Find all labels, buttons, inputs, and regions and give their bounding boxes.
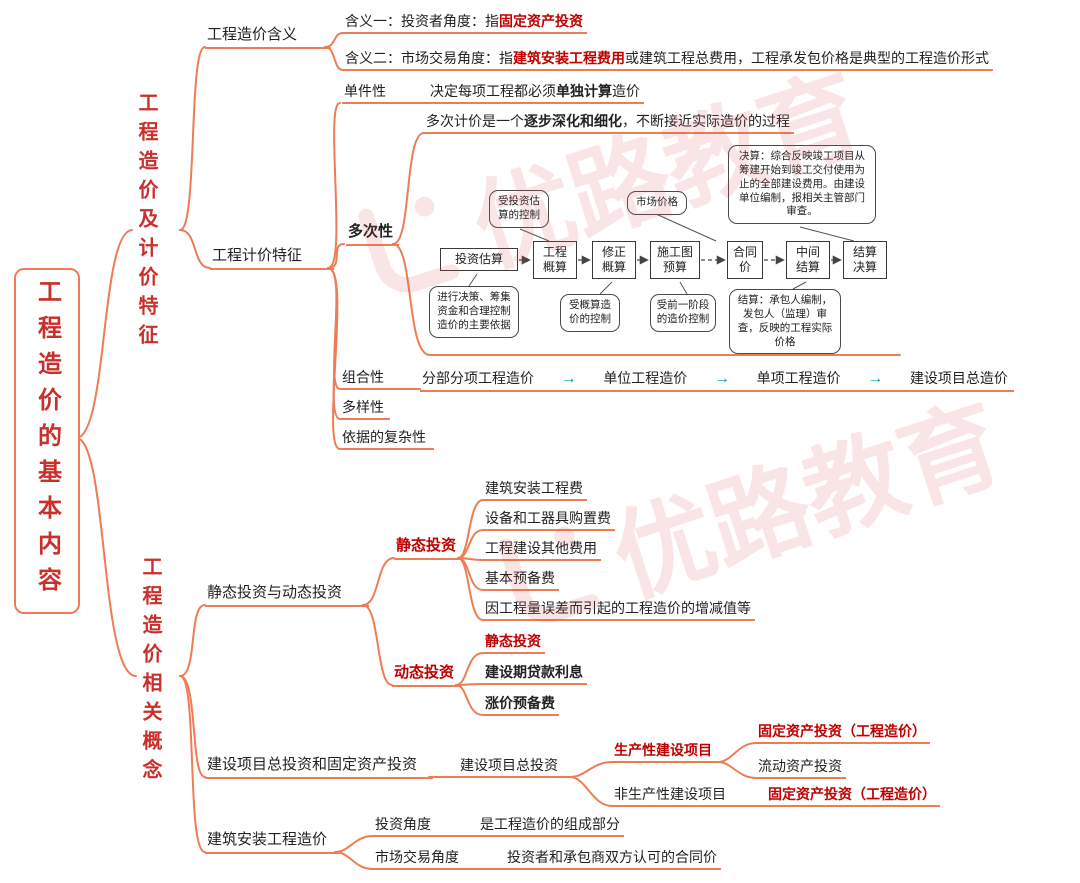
node-productive-current-asset-investment: 流动资产投资 [756, 757, 846, 780]
node-nonproductive-project: 非生产性建设项目 [612, 785, 740, 808]
node-dynamic-investment: 动态投资 [392, 663, 460, 687]
node-market-angle-desc: 投资者和承包商双方认可的合同价 [505, 848, 721, 871]
chain-arrow-icon: → [560, 370, 577, 387]
combination-chain: 分部分项工程造价 → 单位工程造价 → 单项工程造价 → 建设项目总造价 [420, 368, 1014, 392]
flow-box-investment-estimate: 投资估算 [440, 248, 518, 271]
node-static-item-quantity-error: 因工程量误差而引起的工程造价的增减值等 [483, 599, 755, 622]
chain-arrow-icon: → [713, 370, 730, 387]
node-productive-fixed-asset-investment: 固定资产投资（工程造价） [756, 722, 930, 745]
node-multiplicity-desc: 多次计价是一个逐步深化和细化，不断接近实际造价的过程 [424, 112, 794, 135]
flow-box-contract-price: 合同价 [727, 241, 763, 279]
node-dynamic-item-loan-interest: 建设期贷款利息 [483, 663, 587, 686]
callout-decision-basis: 进行决策、筹集资金和合理控制造价的主要依据 [429, 286, 519, 338]
singleness-desc-emphasis: 单独计算 [556, 83, 612, 99]
node-meaning-1: 含义一：投资者角度：指固定资产投资 [343, 12, 587, 35]
chain-item-divisional-work-cost: 分部分项工程造价 [422, 370, 534, 386]
node-market-angle: 市场交易角度 [373, 848, 471, 871]
root-title: 工程造价的基本内容 [33, 279, 61, 603]
node-static-item-construction-fee: 建筑安装工程费 [483, 479, 587, 502]
meaning-2-suffix: 或建筑工程总费用，工程承发包价格是典型的工程造价形式 [625, 50, 989, 66]
node-singleness: 单件性 [342, 82, 394, 105]
node-nonproductive-fixed-asset-investment: 固定资产投资（工程造价） [766, 785, 940, 808]
node-cost-meaning: 工程造价含义 [205, 25, 331, 49]
flow-box-interim-settlement: 中间结算 [786, 241, 830, 279]
singleness-desc-text: 决定每项工程都必须 [430, 83, 556, 99]
node-static-dynamic-investment: 静态投资与动态投资 [205, 583, 369, 607]
node-singleness-desc: 决定每项工程都必须单独计算造价 [428, 82, 644, 105]
branch-related-concepts-title: 工程造价相关概念 [139, 556, 161, 788]
node-total-and-fixed-investment: 建设项目总投资和固定资产投资 [205, 755, 433, 779]
flow-box-project-budget: 工程概算 [533, 241, 577, 279]
chain-item-single-project-cost: 单项工程造价 [756, 370, 841, 386]
node-static-item-basic-reserve: 基本预备费 [483, 569, 559, 592]
node-investment-angle-desc: 是工程造价的组成部分 [478, 815, 624, 838]
flow-box-final-settlement: 结算决算 [843, 241, 887, 279]
node-investment-angle: 投资角度 [373, 815, 441, 838]
callout-market-price: 市场价格 [627, 191, 687, 215]
node-meaning-2: 含义二：市场交易角度：指建筑安装工程费用或建筑工程总费用，工程承发包价格是典型的… [343, 49, 993, 72]
node-dynamic-item-static-investment: 静态投资 [483, 632, 545, 655]
root-node: 工程造价的基本内容 [14, 268, 80, 614]
multiplicity-desc-emphasis: 逐步深化和细化 [524, 113, 622, 129]
node-pricing-characteristics: 工程计价特征 [210, 246, 334, 270]
node-static-item-other-fee: 工程建设其他费用 [483, 539, 601, 562]
callout-controlled-by-previous-stage: 受前一阶段的造价控制 [650, 294, 716, 332]
node-construction-installation-cost: 建筑安装工程造价 [205, 830, 339, 854]
flow-box-revised-budget: 修正概算 [592, 241, 636, 279]
node-multiplicity: 多次性 [346, 222, 399, 246]
node-static-item-equipment-fee: 设备和工器具购置费 [483, 509, 615, 532]
meaning-2-text: 含义二：市场交易角度：指 [345, 50, 513, 66]
meaning-1-emphasis: 固定资产投资 [499, 13, 583, 29]
singleness-desc-suffix: 造价 [612, 83, 640, 99]
node-dynamic-item-price-reserve: 涨价预备费 [483, 694, 559, 717]
meaning-2-emphasis: 建筑安装工程费用 [513, 50, 625, 66]
multiplicity-desc-suffix: ，不断接近实际造价的过程 [622, 113, 790, 129]
chain-arrow-icon: → [867, 370, 884, 387]
callout-controlled-by-budget: 受概算造价的控制 [560, 294, 620, 332]
node-total-project-investment: 建设项目总投资 [458, 756, 574, 779]
chain-item-unit-work-cost: 单位工程造价 [603, 370, 688, 386]
node-combinability: 组合性 [340, 368, 390, 391]
node-diversity: 多样性 [340, 398, 390, 421]
node-basis-complexity: 依据的复杂性 [340, 428, 434, 451]
flow-box-construction-drawing-budget: 施工图预算 [650, 241, 700, 279]
callout-final-account-note: 决算：综合反映竣工项目从筹建开始到竣工交付使用为止的全部建设费用。由建设单位编制… [728, 145, 876, 225]
callout-settlement-note: 结算：承包人编制，发包人（监理）审查，反映的工程实际价格 [729, 289, 841, 355]
node-static-investment: 静态投资 [394, 536, 462, 560]
multiplicity-desc-text: 多次计价是一个 [426, 113, 524, 129]
meaning-1-text: 含义一：投资者角度：指 [345, 13, 499, 29]
branch-pricing-characteristics-title: 工程造价及计价特征 [135, 92, 157, 353]
node-productive-project: 生产性建设项目 [612, 741, 722, 764]
callout-controlled-by-estimate: 受投资估算的控制 [489, 190, 549, 228]
chain-item-total-project-cost: 建设项目总造价 [909, 370, 1008, 386]
